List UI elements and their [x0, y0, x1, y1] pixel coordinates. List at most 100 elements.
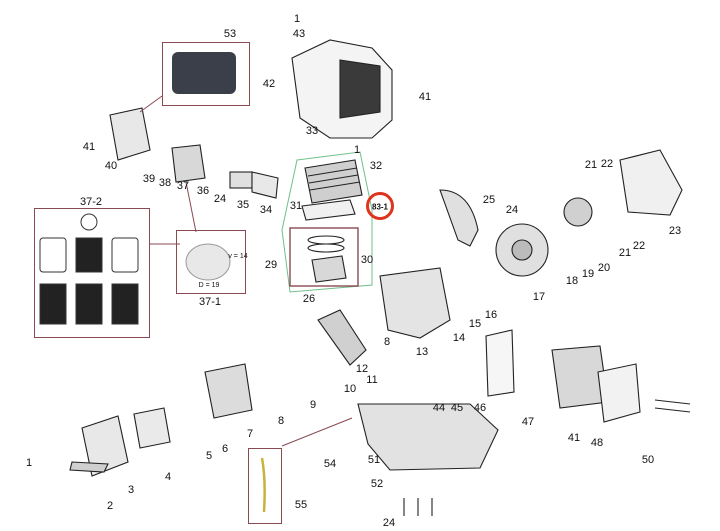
- gasket-kit-box: [34, 208, 150, 338]
- part-label: 19: [581, 268, 595, 280]
- part-label: 4: [164, 471, 172, 483]
- gasket-icon-3: [111, 237, 139, 273]
- part-label: 52: [370, 478, 384, 490]
- cylinder-gasket-shape: [301, 199, 356, 221]
- part-label: 24: [213, 193, 227, 205]
- gasket-icon-5: [75, 283, 103, 325]
- part-label: 50: [641, 454, 655, 466]
- part-label: 33: [305, 125, 319, 137]
- gasket-icon-6: [111, 283, 139, 325]
- part-label: 44: [432, 402, 446, 414]
- part-label: 40: [104, 160, 118, 172]
- part-label: 51: [367, 454, 381, 466]
- part-label: 17: [532, 291, 546, 303]
- part-label: 3: [127, 484, 135, 496]
- part-label: 30: [360, 254, 374, 266]
- part-label: 55: [294, 499, 308, 511]
- part-label: 39: [142, 173, 156, 185]
- part-label: 42: [262, 78, 276, 90]
- part-label: v = 14: [228, 253, 248, 260]
- part-label: 41: [567, 432, 581, 444]
- bottom-bolts-shape: [403, 498, 433, 516]
- part-label: 24: [382, 517, 396, 529]
- highlight-label: 83-1: [371, 202, 389, 212]
- primer-bulb-box: [176, 230, 246, 294]
- o-ring-icon: [80, 213, 98, 231]
- part-label: 5: [205, 450, 213, 462]
- piston-group-box: [289, 227, 359, 287]
- leader-53: [139, 95, 163, 113]
- part-label: 2: [106, 500, 114, 512]
- part-label: 16: [484, 309, 498, 321]
- piston-shape: [311, 255, 347, 283]
- part-label: 48: [590, 437, 604, 449]
- carburetor-shape: [171, 144, 206, 183]
- air-filter-box: [162, 42, 250, 106]
- part-label: D = 19: [198, 282, 220, 289]
- part-label: 36: [196, 185, 210, 197]
- crankcase-shape: [379, 267, 451, 339]
- insulator-shape: [229, 171, 253, 189]
- air-filter-pad: [172, 52, 236, 94]
- clutch-shape: [563, 197, 593, 227]
- fan-cover-shape: [619, 149, 683, 216]
- part-label: 54: [323, 458, 337, 470]
- part-label: 13: [415, 346, 429, 358]
- fuel-tank-shape: [357, 403, 499, 471]
- part-label: 47: [521, 416, 535, 428]
- part-label: 45: [450, 402, 464, 414]
- part-label: 1: [25, 457, 33, 469]
- fuel-line-shape: [260, 457, 266, 513]
- cylinder-fins: [307, 167, 361, 191]
- part-label: 41: [82, 141, 96, 153]
- part-label: 20: [597, 262, 611, 274]
- gasket-icon-1: [39, 237, 67, 273]
- plate-shape: [133, 407, 171, 449]
- part-label: 24: [505, 204, 519, 216]
- part-label: 7: [246, 428, 254, 440]
- part-label: 9: [309, 399, 317, 411]
- piston-ring-top: [307, 235, 345, 245]
- intake-gasket-shape: [251, 171, 279, 199]
- part-label: 41: [418, 91, 432, 103]
- muffler-cover-shape: [597, 363, 641, 423]
- part-label: 21: [618, 247, 632, 259]
- cylinder-shape: [304, 159, 363, 204]
- part-label: 14: [452, 332, 466, 344]
- part-label: 23: [668, 225, 682, 237]
- part-label: 34: [259, 204, 273, 216]
- piston-ring-bottom: [307, 243, 345, 253]
- long-bolts-shape: [654, 399, 691, 413]
- part-label: 11: [366, 374, 378, 386]
- primer-bulb-shape: [185, 243, 231, 281]
- part-label: 31: [289, 200, 303, 212]
- part-label: 8: [383, 336, 391, 348]
- fuel-line-box: [248, 448, 282, 524]
- recoil-starter-shape: [81, 415, 129, 477]
- part-label: 18: [565, 275, 579, 287]
- part-label: 35: [236, 199, 250, 211]
- crankshaft-shape: [317, 309, 367, 366]
- highlight-ring: [366, 192, 394, 220]
- part-label: 1: [293, 13, 301, 25]
- part-label: 12: [355, 363, 369, 375]
- cylinder-group-outline: [281, 151, 373, 293]
- part-label: 25: [482, 194, 496, 206]
- part-label: 53: [223, 28, 237, 40]
- part-label: 26: [302, 293, 316, 305]
- part-label: 1: [353, 144, 361, 156]
- leader-55: [281, 417, 353, 447]
- part-label: 15: [468, 318, 482, 330]
- starter-handle-shape: [69, 461, 109, 473]
- part-label: 43: [292, 28, 306, 40]
- gasket-icon-2: [75, 237, 103, 273]
- part-label: 8: [277, 415, 285, 427]
- gasket-icon-4: [39, 283, 67, 325]
- part-label: 22: [600, 158, 614, 170]
- air-filter-housing-shape: [109, 107, 151, 161]
- part-label: 32: [369, 160, 383, 172]
- starter-housing-shape: [204, 363, 253, 419]
- part-label: 10: [343, 383, 357, 395]
